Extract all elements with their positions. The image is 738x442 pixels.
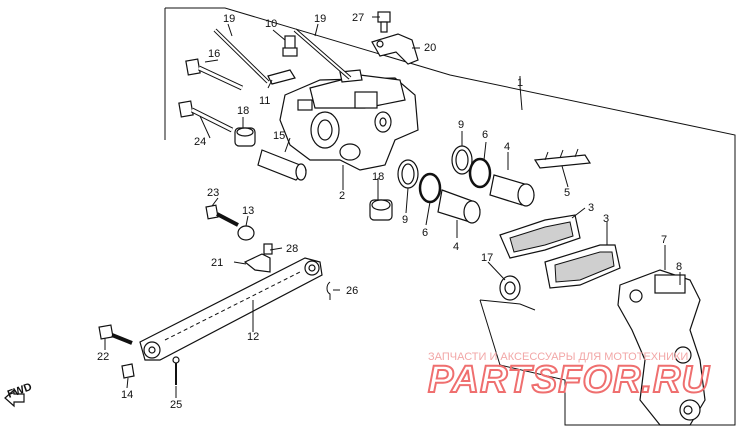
callout-4b: 4 (504, 141, 510, 153)
callout-23: 23 (207, 187, 219, 199)
bleeder-valve (267, 35, 298, 85)
clip-and-bolt (243, 243, 273, 273)
callout-25: 25 (170, 399, 182, 411)
callout-7: 7 (661, 234, 667, 246)
caliper-pin-bolts (213, 28, 352, 84)
fwd-arrow-icon (4, 388, 25, 408)
callout-10: 10 (265, 18, 277, 30)
caliper-body (279, 69, 419, 171)
brake-pads (499, 214, 621, 289)
bushing-17 (499, 275, 521, 301)
leader-lines (104, 16, 681, 398)
small-fasteners (98, 204, 331, 385)
callout-9b: 9 (458, 119, 464, 131)
callout-17: 17 (481, 252, 493, 264)
fwd-indicator: FWD (4, 381, 34, 408)
callout-numbers: 19 10 19 27 20 16 11 18 24 15 1 2 18 9 6… (97, 12, 682, 411)
callout-3b: 3 (603, 213, 609, 225)
callout-15: 15 (273, 130, 285, 142)
callout-21: 21 (211, 257, 223, 269)
callout-11: 11 (259, 95, 270, 107)
callout-19b: 19 (314, 13, 326, 25)
pin-boots (234, 127, 393, 221)
callout-18b: 18 (372, 171, 384, 183)
callout-24: 24 (194, 136, 206, 148)
callout-28: 28 (286, 243, 298, 255)
callout-1: 1 (517, 77, 523, 89)
assembly-frame (164, 7, 736, 426)
callout-2: 2 (339, 190, 345, 202)
pad-spring (533, 148, 592, 169)
callout-5: 5 (564, 187, 570, 199)
callout-18a: 18 (237, 105, 249, 117)
callout-14: 14 (121, 389, 133, 401)
callout-20: 20 (424, 42, 436, 54)
callout-8: 8 (676, 261, 682, 273)
caliper-bracket (617, 269, 706, 426)
callout-9a: 9 (402, 214, 408, 226)
callout-6b: 6 (482, 129, 488, 141)
watermark-logo: PARTSFOR.RU (428, 359, 710, 401)
sleeve-15 (257, 149, 307, 181)
callout-12: 12 (247, 331, 259, 343)
torque-link (139, 257, 323, 361)
callout-26: 26 (346, 285, 358, 297)
bolt-16 (185, 58, 244, 91)
callout-13: 13 (242, 205, 254, 217)
callout-3a: 3 (588, 202, 594, 214)
callout-6a: 6 (422, 227, 428, 239)
callout-22: 22 (97, 351, 109, 363)
seals-and-pistons (397, 145, 535, 224)
callout-4a: 4 (453, 241, 459, 253)
bolt-27-bracket-20 (371, 11, 419, 65)
watermark: ЗАПЧАСТИ И АКСЕССУАРЫ ДЛЯ МОТОТЕХНИКИ PA… (427, 351, 710, 402)
callout-27: 27 (352, 12, 364, 24)
callout-19a: 19 (223, 13, 235, 25)
bolt-24 (178, 100, 234, 133)
watermark-caption: ЗАПЧАСТИ И АКСЕССУАРЫ ДЛЯ МОТОТЕХНИКИ (428, 351, 688, 363)
callout-16: 16 (208, 48, 220, 60)
